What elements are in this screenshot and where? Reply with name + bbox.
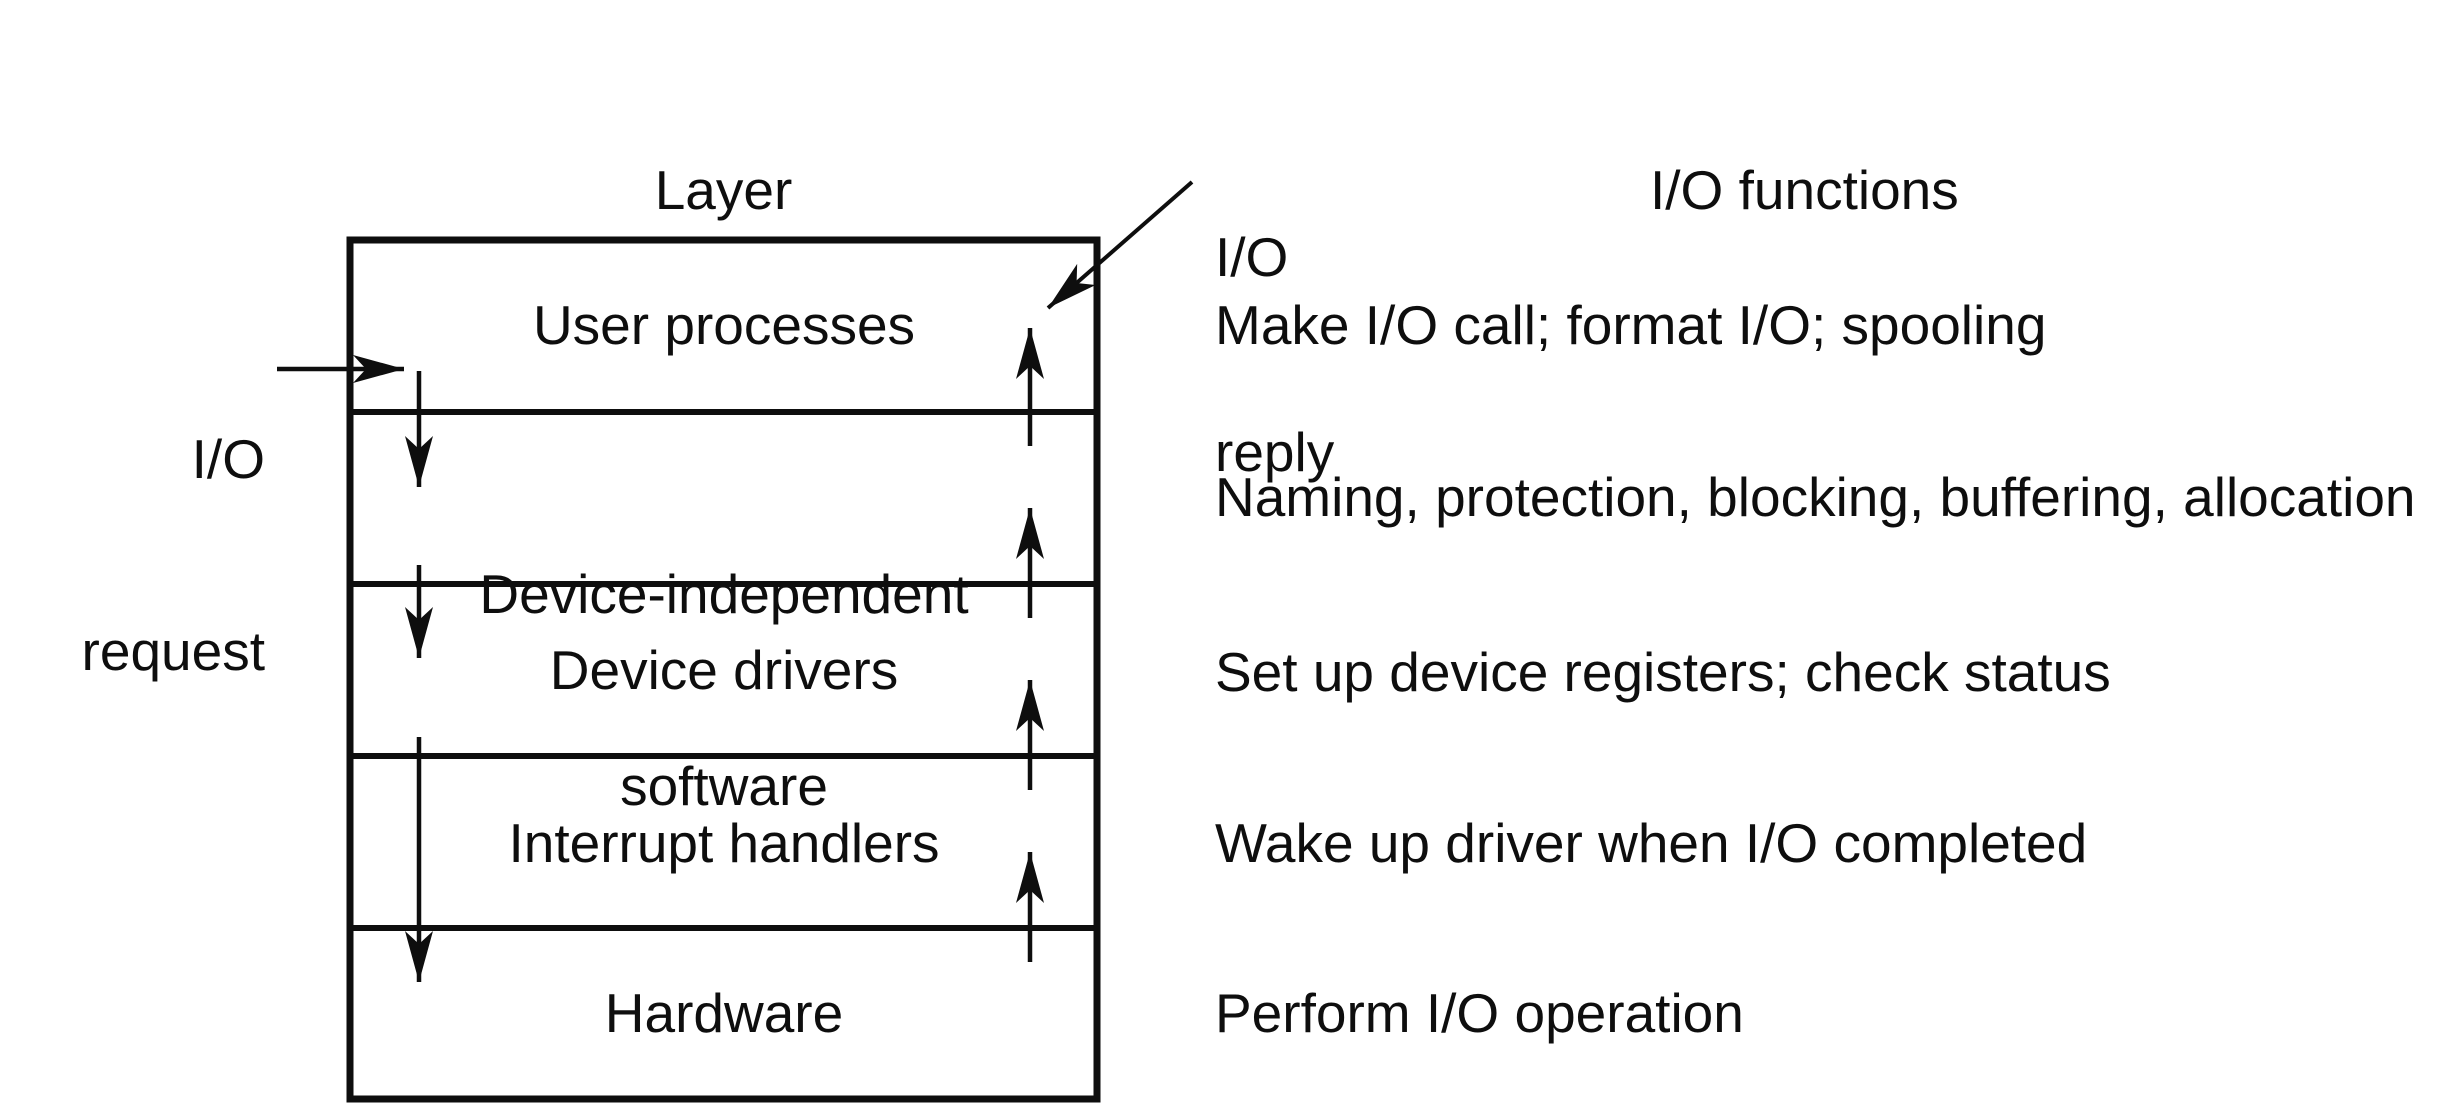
layer-name-line-1: Device-independent	[479, 563, 969, 625]
function-hardware: Perform I/O operation	[1215, 982, 1744, 1044]
layer-name-device-drivers: Device drivers	[549, 639, 899, 701]
function-device-independent-software: Naming, protection, blocking, buffering,…	[1215, 466, 2416, 528]
io-request-line-1: I/O	[191, 428, 265, 490]
layer-name-device-independent-software: Device-independent software	[354, 434, 1094, 946]
io-request-line-2: request	[81, 620, 265, 682]
layer-name-interrupt-handlers: Interrupt handlers	[508, 812, 940, 874]
io-reply-annotation: I/O reply	[1215, 95, 1334, 615]
function-device-drivers: Set up device registers; check status	[1215, 641, 2111, 703]
function-interrupt-handlers: Wake up driver when I/O completed	[1215, 812, 2088, 874]
io-reply-arrow	[1046, 180, 1194, 310]
layer-name-user-processes: User processes	[532, 294, 916, 356]
layer-name-hardware: Hardware	[604, 982, 844, 1044]
io-reply-line-2: reply	[1215, 421, 1335, 483]
layer-box	[346, 236, 1101, 1103]
io-functions-column-heading: I/O functions	[1650, 159, 1959, 221]
layer-column-heading: Layer	[654, 159, 793, 221]
function-user-processes: Make I/O call; format I/O; spooling	[1215, 294, 2047, 356]
layer-name-line-2: software	[620, 755, 828, 817]
io-request-annotation: I/O request	[40, 299, 265, 811]
io-reply-line-1: I/O	[1215, 226, 1289, 288]
